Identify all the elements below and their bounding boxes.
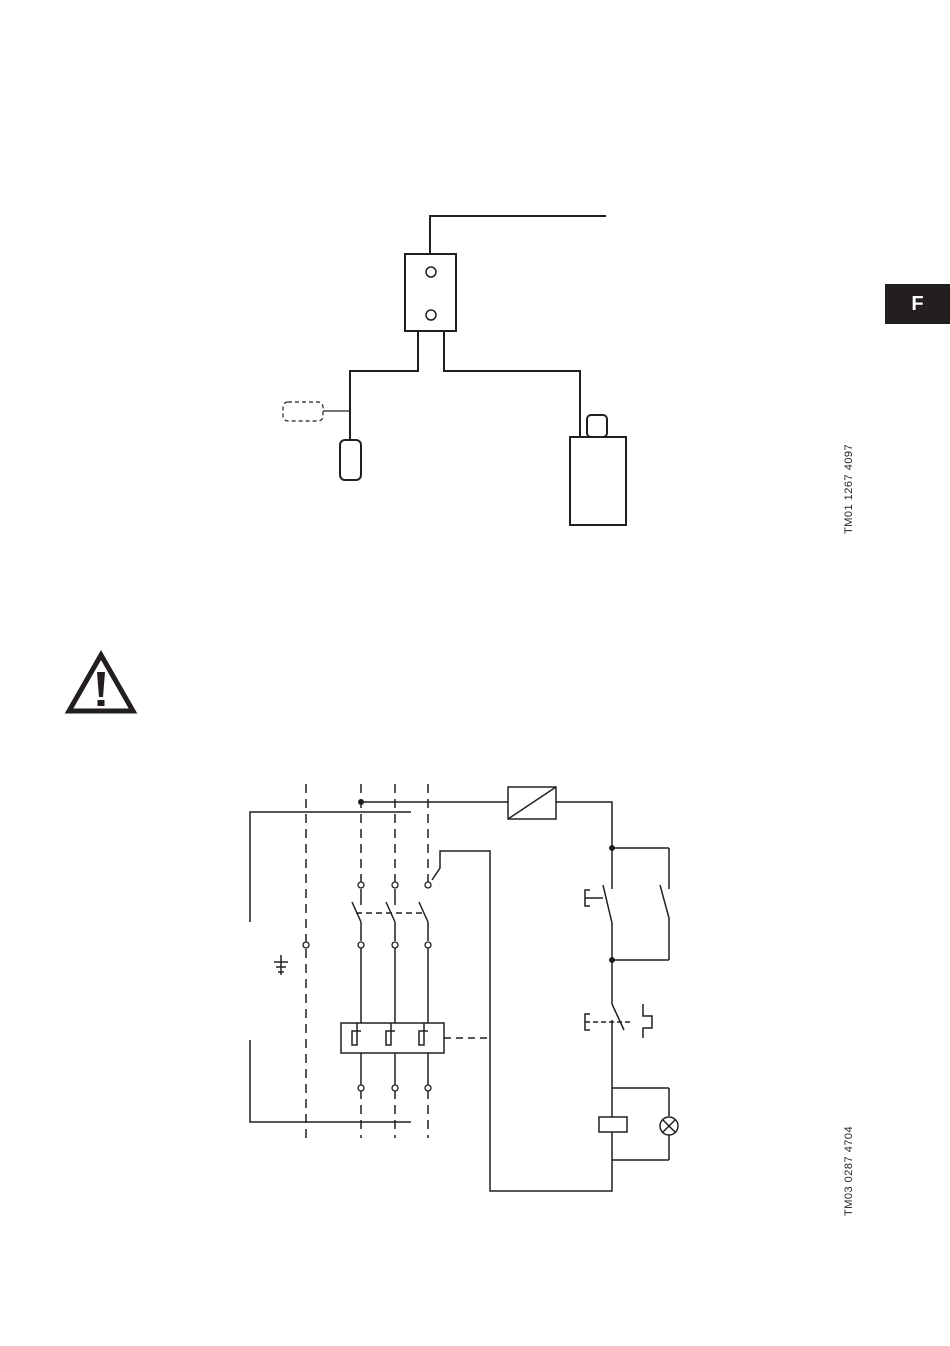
ground-icon xyxy=(274,955,288,975)
stop-button-symbol xyxy=(585,1004,652,1038)
thermal-elements xyxy=(352,1023,428,1045)
main-contacts xyxy=(352,851,612,1191)
start-button-symbol xyxy=(585,890,603,906)
figure-code: TM03 0287 4704 xyxy=(843,1126,855,1216)
contactor-coil xyxy=(599,1117,627,1132)
